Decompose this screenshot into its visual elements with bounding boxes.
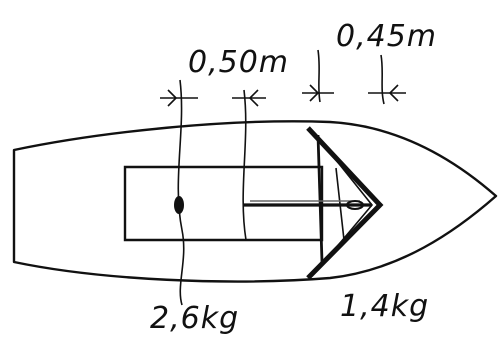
- rod-end-mass-marker: [346, 200, 364, 210]
- dim-line-1: [177, 79, 185, 306]
- dim-line-3: [317, 49, 321, 103]
- dim-label-left: 0,50m: [188, 45, 289, 80]
- mass-label-right: 1,4kg: [340, 289, 429, 324]
- bulkhead-line: [316, 134, 324, 263]
- dim-line-2: [242, 89, 247, 241]
- hull-outline: [12, 120, 498, 283]
- dim-arrow-left: [160, 89, 266, 107]
- mass-label-left: 2,6kg: [150, 301, 239, 336]
- dim-label-right: 0,45m: [336, 19, 437, 54]
- dim-line-4: [380, 54, 385, 105]
- dim-arrow-right: [302, 84, 406, 102]
